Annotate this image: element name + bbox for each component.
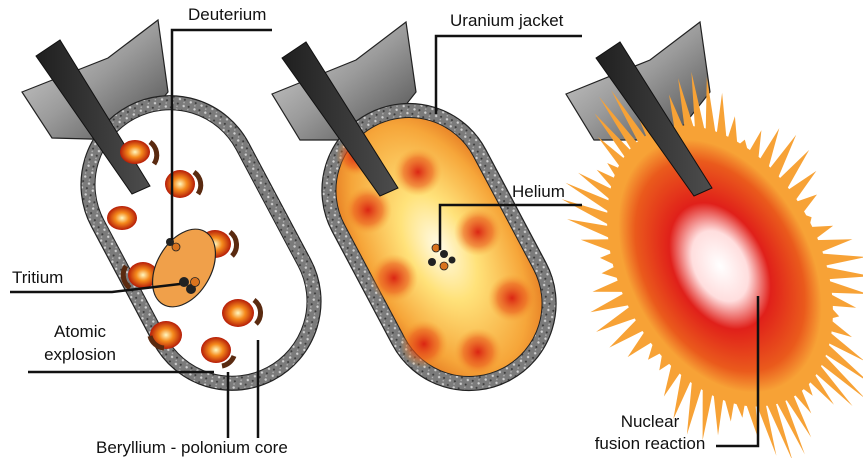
leader-uranium-jacket [436,36,582,114]
fusion-spike [829,320,852,338]
label-fusion-1: Nuclear [590,412,710,431]
bomb-2 [272,22,587,421]
label-core: Beryllium - polonium core [96,438,288,457]
label-fusion-2: fusion reaction [578,434,722,453]
fusion-spike [717,93,727,139]
fusion-spike [706,77,716,134]
label-atomic-explosion-2: explosion [26,345,134,364]
fusion-spike [825,267,863,279]
label-uranium-jacket: Uranium jacket [450,11,563,30]
label-tritium: Tritium [12,268,63,287]
fusion-spike [714,393,724,435]
fusion-spike [581,239,612,251]
label-atomic-explosion-1: Atomic [36,322,124,341]
fusion-spike [828,281,863,295]
fusion-spike [830,294,856,308]
label-deuterium: Deuterium [188,5,266,24]
fusion-spike [821,254,863,266]
label-helium: Helium [512,182,565,201]
bomb-3 [561,22,863,458]
